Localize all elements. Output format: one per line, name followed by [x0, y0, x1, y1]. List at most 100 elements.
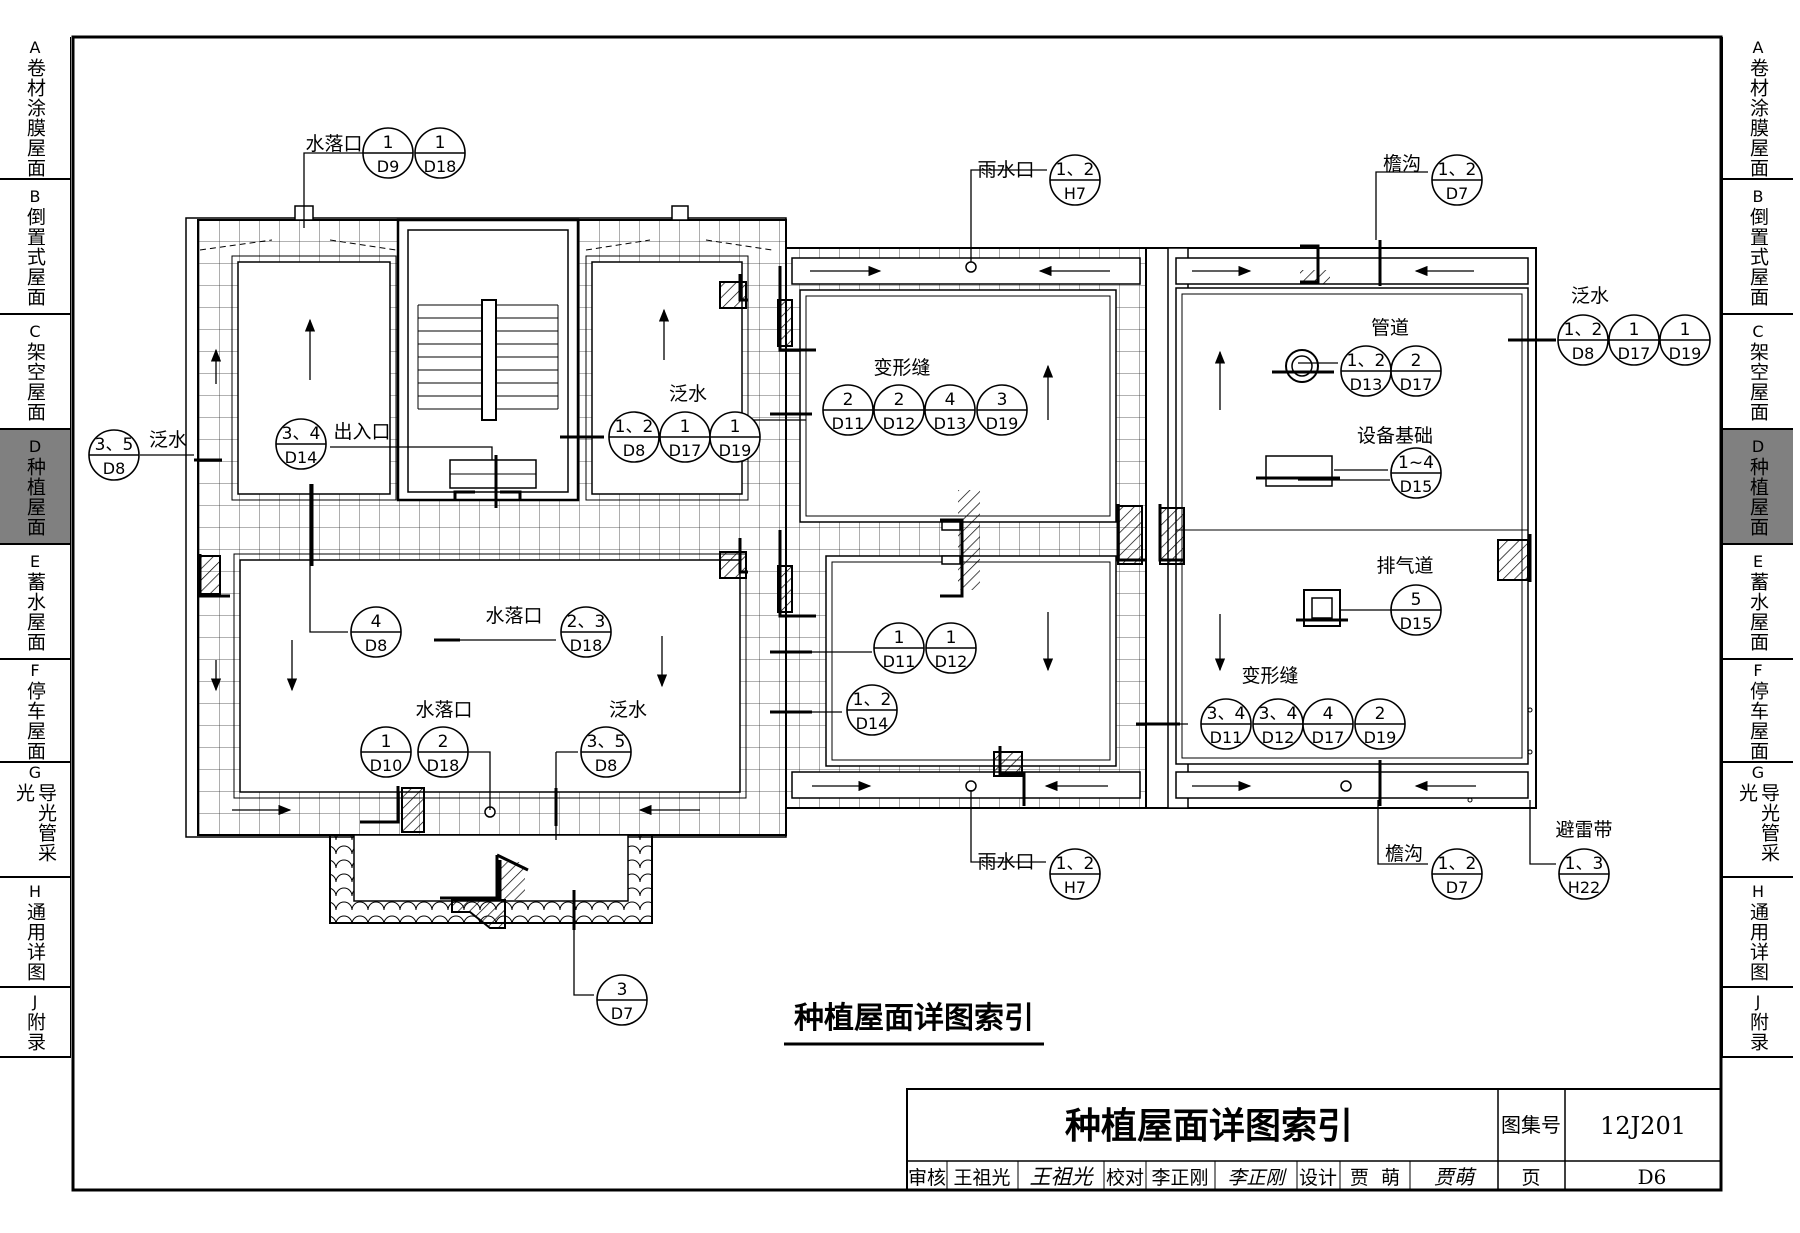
detail-sheet: D18	[427, 756, 460, 775]
category-tab-label: 倒置式屋面	[1747, 206, 1769, 307]
atlas-number: 12J201	[1600, 1112, 1686, 1140]
detail-callout: 1、2D8	[1557, 314, 1609, 366]
detail-number: 2	[894, 390, 905, 410]
parapet-lines	[198, 266, 1532, 824]
detail-sheet: D8	[365, 636, 388, 655]
detail-number: 1、2	[1056, 160, 1095, 180]
detail-sheet: D8	[103, 459, 126, 478]
detail-sheet: D15	[1400, 614, 1433, 633]
review-label: 审核	[908, 1167, 946, 1189]
plan-label: 管道	[1371, 317, 1409, 339]
detail-number: 1	[680, 417, 691, 437]
detail-sheet: H7	[1064, 184, 1086, 203]
category-tab-label: 倒置式屋面	[24, 206, 46, 307]
category-tab-letter: A	[29, 37, 41, 57]
detail-number: 3、4	[1259, 704, 1298, 724]
detail-number: 2	[1375, 704, 1386, 724]
left-roof-block	[185, 205, 787, 838]
detail-callout: 3D7	[596, 974, 648, 1026]
detail-sheet: D11	[883, 652, 916, 671]
detail-sheet: D13	[934, 414, 967, 433]
category-tab-label: 通用详图	[1747, 902, 1769, 982]
plan-label: 泛水	[609, 699, 647, 721]
detail-sheet: D18	[424, 157, 457, 176]
detail-sheet: D8	[595, 756, 618, 775]
detail-number: 1、2	[1438, 160, 1477, 180]
category-tab-letter: F	[30, 660, 40, 680]
reviewer-name: 王祖光	[953, 1167, 1010, 1189]
category-tab-label: 通用详图	[24, 902, 46, 982]
category-tab-letter: B	[29, 186, 41, 206]
detail-number: 3	[997, 390, 1008, 410]
parapet-details	[199, 281, 1529, 833]
category-tab-letter: D	[1751, 436, 1765, 456]
detail-sheet: D19	[986, 414, 1019, 433]
detail-number: 2	[438, 732, 449, 752]
category-tab-letter: G	[1751, 763, 1765, 782]
detail-sheet: D8	[623, 441, 646, 460]
category-tab-letter: C	[29, 321, 41, 341]
detail-sheet: D13	[1350, 375, 1383, 394]
detail-number: 1	[730, 417, 741, 437]
drawing-title: 种植屋面详图索引	[794, 1001, 1034, 1036]
detail-number: 1、2	[1056, 854, 1095, 874]
category-tab-label: 附录	[1747, 1012, 1769, 1052]
detail-number: 2、3	[567, 612, 606, 632]
detail-callout: 1、2H7	[1049, 848, 1101, 900]
detail-number: 1	[435, 133, 446, 153]
reviewer-signature: 王祖光	[1030, 1165, 1095, 1189]
detail-number: 2	[1411, 351, 1422, 371]
flow-arrows	[210, 265, 1476, 816]
detail-number: 1、2	[1438, 854, 1477, 874]
plan-label: 水落口	[485, 605, 542, 627]
category-tab-label: 导光管采光	[13, 783, 57, 863]
detail-sheet: D10	[370, 756, 403, 775]
category-tab-label: 蓄水屋面	[1747, 571, 1769, 652]
category-tab-label: 卷材涂膜屋面	[1747, 57, 1769, 178]
detail-sheet: D11	[832, 414, 865, 433]
detail-sheet: D17	[1312, 728, 1345, 747]
category-tab-letter: F	[1753, 660, 1763, 680]
detail-sheet: D12	[883, 414, 916, 433]
detail-number: 4	[371, 612, 382, 632]
detail-callout: 3、5D8	[88, 429, 140, 481]
plan-label: 变形缝	[873, 357, 930, 379]
category-tab-letter: D	[28, 436, 42, 456]
detail-sheet: D11	[1210, 728, 1243, 747]
detail-number: 1	[946, 628, 957, 648]
drawing-frame	[71, 35, 1723, 1192]
